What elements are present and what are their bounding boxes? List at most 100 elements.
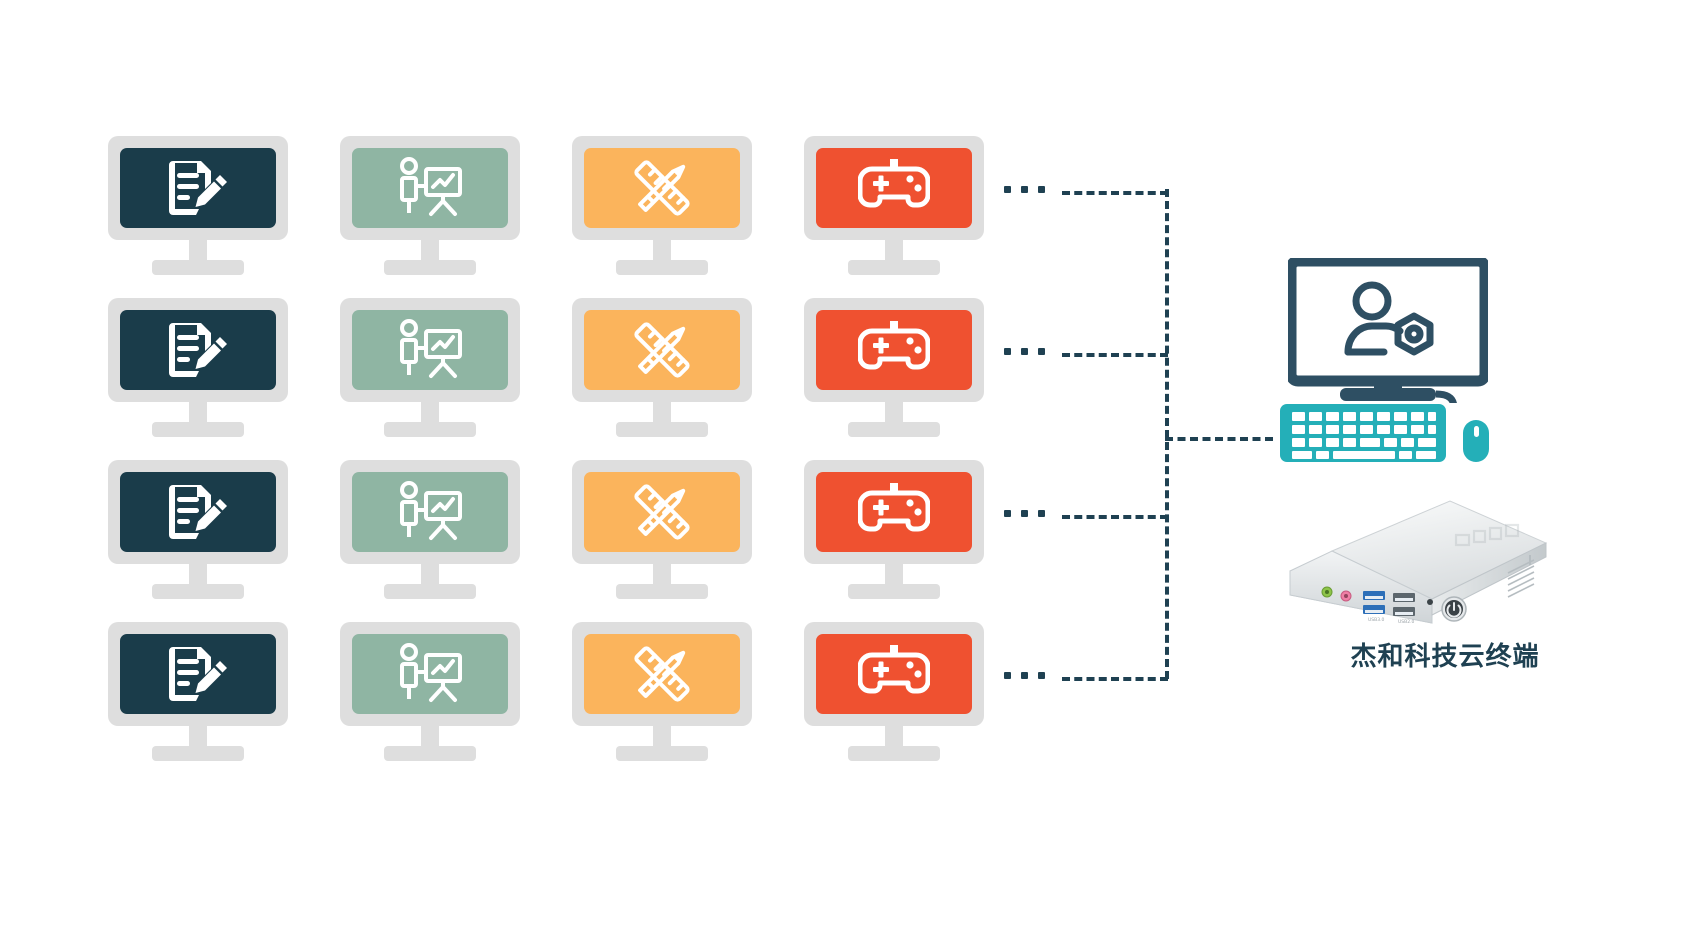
monitor-neck [421, 240, 439, 262]
monitor-base [616, 422, 708, 437]
gamepad-icon [858, 645, 930, 694]
client-monitor-r3c1[interactable] [108, 460, 288, 600]
usb3-port-upper[interactable] [1363, 591, 1385, 600]
document-pencil-icon [169, 323, 227, 377]
monitor-screen [816, 148, 972, 228]
client-monitor-r1c3[interactable] [572, 136, 752, 276]
ruler-pencil-icon [634, 484, 690, 540]
cloud-terminal-group: USB3.0 USB2.0 杰和科技云终端 [1280, 250, 1610, 720]
monitor-base [848, 584, 940, 599]
ruler-pencil-icon [634, 322, 690, 378]
monitor-base [848, 260, 940, 275]
mouse[interactable] [1463, 420, 1489, 462]
monitor-screen [352, 472, 508, 552]
keyboard-and-mouse[interactable] [1280, 402, 1495, 464]
connector-to-terminal [1165, 437, 1273, 441]
ellipsis-dot [1021, 186, 1028, 193]
connector-branch-row3 [1062, 515, 1168, 519]
monitor-neck [421, 726, 439, 748]
monitor-base [616, 746, 708, 761]
monitor-base [152, 422, 244, 437]
mic-in-jack[interactable] [1340, 590, 1352, 602]
monitor-screen [352, 634, 508, 714]
monitor-screen [584, 472, 740, 552]
monitor-screen [120, 148, 276, 228]
monitor-neck [653, 564, 671, 586]
reset-pinhole[interactable] [1427, 599, 1433, 605]
audio-out-jack[interactable] [1321, 586, 1333, 598]
power-button[interactable] [1441, 596, 1467, 622]
ruler-pencil-icon [634, 646, 690, 702]
client-monitor-r1c2[interactable] [340, 136, 520, 276]
ellipsis-dot [1004, 186, 1011, 193]
row-ellipsis-4 [1004, 672, 1045, 679]
client-monitor-r3c3[interactable] [572, 460, 752, 600]
host-monitor[interactable] [1288, 258, 1488, 403]
monitor-neck [421, 402, 439, 424]
monitor-screen [352, 148, 508, 228]
usb3-port-lower[interactable] [1363, 605, 1385, 614]
document-pencil-icon [169, 647, 227, 701]
monitor-base [616, 260, 708, 275]
svg-text:USB3.0: USB3.0 [1368, 617, 1385, 623]
connector-branch-row2 [1062, 353, 1168, 357]
monitor-screen [584, 310, 740, 390]
terminal-caption: 杰和科技云终端 [1350, 642, 1540, 672]
monitor-screen [352, 310, 508, 390]
mini-pc-box[interactable]: USB3.0 USB2.0 [1280, 495, 1550, 625]
ellipsis-dot [1004, 510, 1011, 517]
client-monitor-r3c2[interactable] [340, 460, 520, 600]
monitor-base [616, 584, 708, 599]
usb2-port-lower[interactable] [1393, 607, 1415, 616]
client-monitor-r4c1[interactable] [108, 622, 288, 762]
monitor-neck [653, 240, 671, 262]
monitor-base [848, 746, 940, 761]
brand-emboss [1454, 523, 1520, 547]
connector-bus-vertical [1165, 189, 1169, 679]
client-monitor-r4c4[interactable] [804, 622, 984, 762]
monitor-screen [584, 634, 740, 714]
gamepad-icon [858, 483, 930, 532]
client-monitor-r1c1[interactable] [108, 136, 288, 276]
monitor-screen [120, 310, 276, 390]
monitor-base [384, 422, 476, 437]
client-monitor-r4c3[interactable] [572, 622, 752, 762]
presenter-chart-easel-icon [400, 157, 462, 216]
usb2-port-upper[interactable] [1393, 593, 1415, 602]
monitor-neck [653, 726, 671, 748]
presenter-chart-easel-icon [400, 481, 462, 540]
monitor-neck [189, 726, 207, 748]
ellipsis-dot [1004, 672, 1011, 679]
presenter-chart-easel-icon [400, 319, 462, 378]
monitor-neck [885, 402, 903, 424]
monitor-base [152, 584, 244, 599]
monitor-neck [189, 240, 207, 262]
monitor-neck [189, 402, 207, 424]
monitor-screen [816, 310, 972, 390]
monitor-base [384, 746, 476, 761]
row-ellipsis-2 [1004, 348, 1045, 355]
client-monitor-r2c1[interactable] [108, 298, 288, 438]
client-monitor-r1c4[interactable] [804, 136, 984, 276]
client-monitor-r2c4[interactable] [804, 298, 984, 438]
monitor-base [152, 746, 244, 761]
monitor-base [848, 422, 940, 437]
user-gear-icon [1344, 281, 1434, 356]
monitor-neck [653, 402, 671, 424]
gamepad-icon [858, 321, 930, 370]
keyboard[interactable] [1280, 404, 1446, 462]
connector-branch-row1 [1062, 191, 1168, 195]
monitor-base [384, 260, 476, 275]
monitor-base [152, 260, 244, 275]
ruler-pencil-icon [634, 160, 690, 216]
client-monitor-r2c3[interactable] [572, 298, 752, 438]
port-labels: USB3.0 USB2.0 [1368, 617, 1415, 625]
ellipsis-dot [1021, 510, 1028, 517]
monitor-screen [120, 472, 276, 552]
client-monitor-r2c2[interactable] [340, 298, 520, 438]
monitor-screen [816, 472, 972, 552]
client-monitor-r4c2[interactable] [340, 622, 520, 762]
monitor-screen [584, 148, 740, 228]
client-monitor-r3c4[interactable] [804, 460, 984, 600]
gamepad-icon [858, 159, 930, 208]
